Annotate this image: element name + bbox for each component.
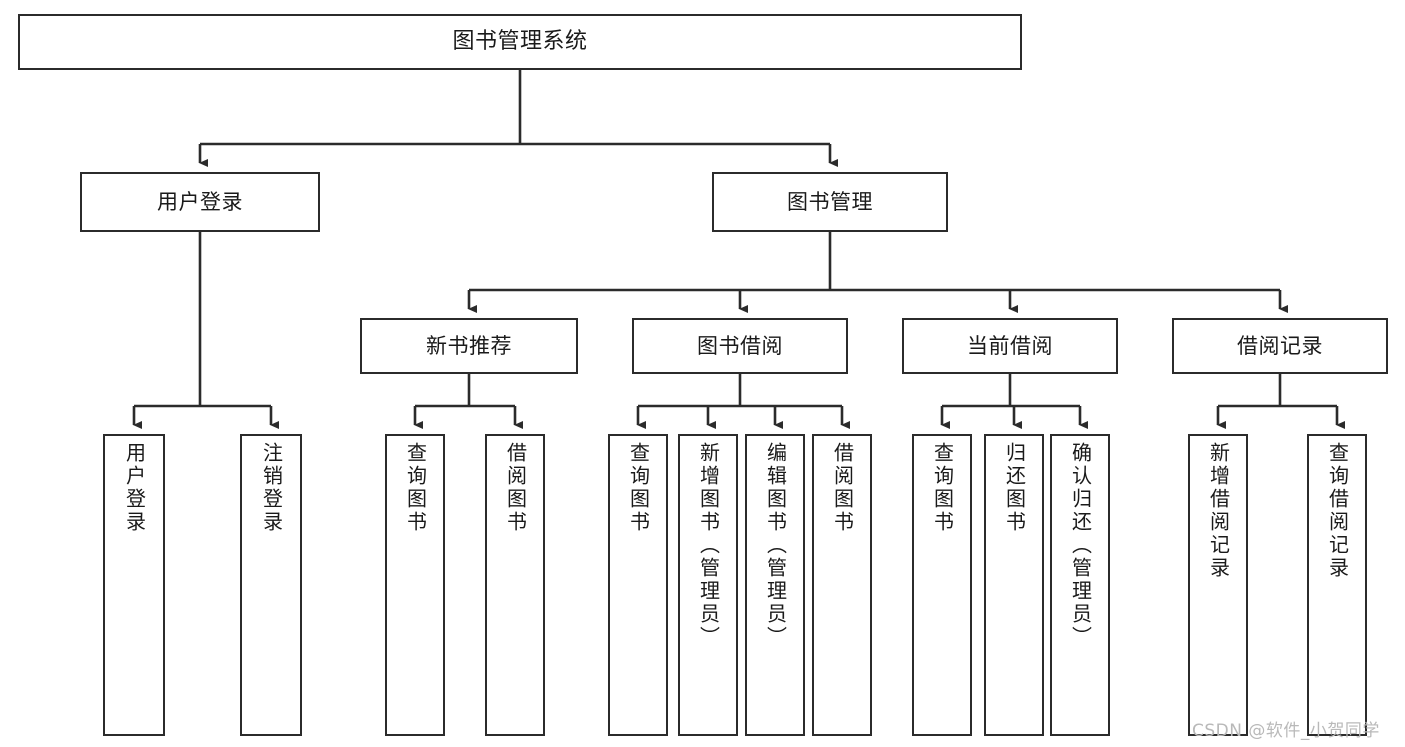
node-leaf-query-record-label: 查询借阅记录 bbox=[1325, 442, 1350, 580]
node-leaf-query-book-1[interactable]: 查询图书 bbox=[385, 434, 445, 736]
node-leaf-add-record-label: 新增借阅记录 bbox=[1206, 442, 1231, 580]
node-book-borrow-label: 图书借阅 bbox=[697, 333, 783, 358]
node-leaf-query-record[interactable]: 查询借阅记录 bbox=[1307, 434, 1367, 736]
node-borrow-record-label: 借阅记录 bbox=[1237, 333, 1323, 358]
node-leaf-query-book-2[interactable]: 查询图书 bbox=[608, 434, 668, 736]
node-leaf-user-login-label: 用户登录 bbox=[122, 442, 147, 534]
node-leaf-return-book-label: 归还图书 bbox=[1002, 442, 1027, 534]
node-leaf-confirm-return-label: 确认归还（管理员） bbox=[1068, 442, 1093, 649]
node-leaf-edit-book[interactable]: 编辑图书（管理员） bbox=[745, 434, 805, 736]
node-user-login-label: 用户登录 bbox=[157, 189, 243, 214]
node-leaf-borrow-book-2[interactable]: 借阅图书 bbox=[812, 434, 872, 736]
node-leaf-logout-label: 注销登录 bbox=[259, 442, 284, 534]
node-leaf-borrow-book-1-label: 借阅图书 bbox=[503, 442, 528, 534]
node-new-book-rec-label: 新书推荐 bbox=[426, 333, 512, 358]
node-root[interactable]: 图书管理系统 bbox=[18, 14, 1022, 70]
node-leaf-edit-book-label: 编辑图书（管理员） bbox=[763, 442, 788, 649]
node-current-borrow-label: 当前借阅 bbox=[967, 333, 1053, 358]
node-leaf-add-book-label: 新增图书（管理员） bbox=[696, 442, 721, 649]
node-leaf-borrow-book-2-label: 借阅图书 bbox=[830, 442, 855, 534]
node-current-borrow[interactable]: 当前借阅 bbox=[902, 318, 1118, 374]
node-leaf-logout[interactable]: 注销登录 bbox=[240, 434, 302, 736]
node-book-manage[interactable]: 图书管理 bbox=[712, 172, 948, 232]
node-leaf-query-book-3-label: 查询图书 bbox=[930, 442, 955, 534]
node-leaf-return-book[interactable]: 归还图书 bbox=[984, 434, 1044, 736]
node-leaf-borrow-book-1[interactable]: 借阅图书 bbox=[485, 434, 545, 736]
node-leaf-query-book-2-label: 查询图书 bbox=[626, 442, 651, 534]
node-leaf-query-book-1-label: 查询图书 bbox=[403, 442, 428, 534]
node-leaf-add-book[interactable]: 新增图书（管理员） bbox=[678, 434, 738, 736]
node-leaf-add-record[interactable]: 新增借阅记录 bbox=[1188, 434, 1248, 736]
node-leaf-user-login[interactable]: 用户登录 bbox=[103, 434, 165, 736]
node-book-borrow[interactable]: 图书借阅 bbox=[632, 318, 848, 374]
node-leaf-query-book-3[interactable]: 查询图书 bbox=[912, 434, 972, 736]
node-book-manage-label: 图书管理 bbox=[787, 189, 873, 214]
node-root-label: 图书管理系统 bbox=[452, 29, 588, 55]
node-borrow-record[interactable]: 借阅记录 bbox=[1172, 318, 1388, 374]
node-new-book-rec[interactable]: 新书推荐 bbox=[360, 318, 578, 374]
node-user-login[interactable]: 用户登录 bbox=[80, 172, 320, 232]
node-leaf-confirm-return[interactable]: 确认归还（管理员） bbox=[1050, 434, 1110, 736]
